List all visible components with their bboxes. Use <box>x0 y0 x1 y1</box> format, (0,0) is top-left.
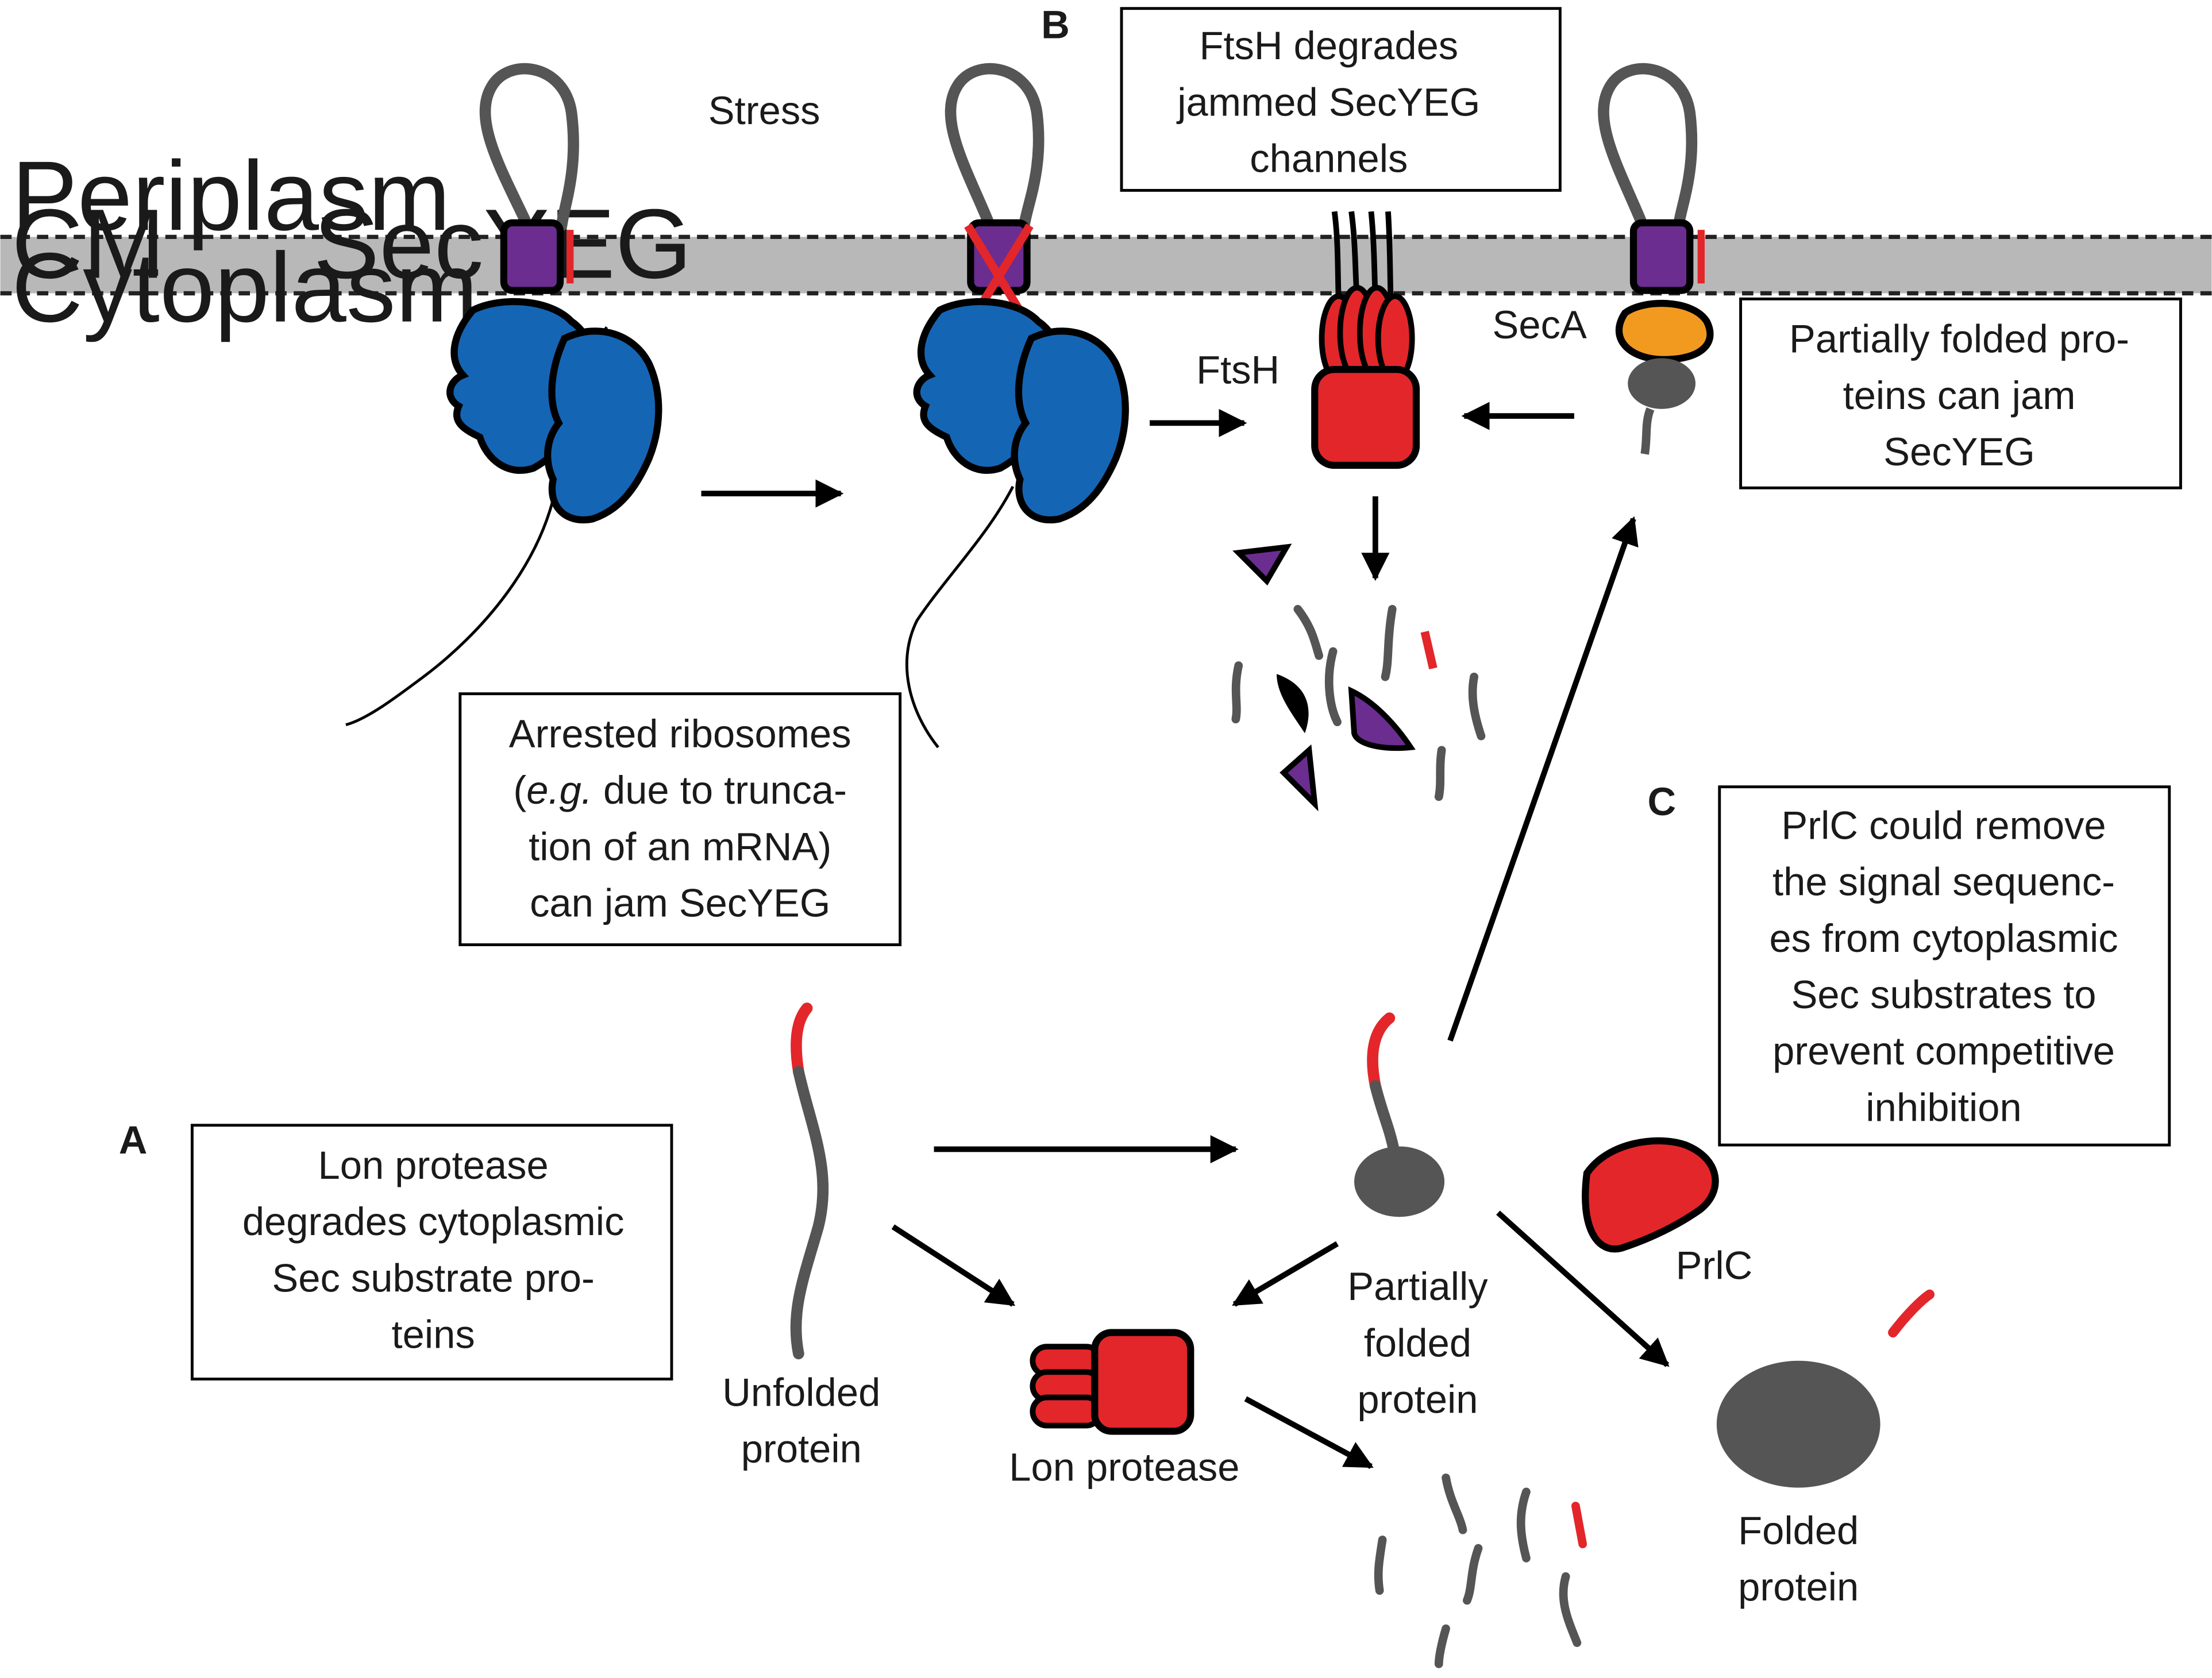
jammed-ribosome-left <box>345 63 662 727</box>
folded-label-line1: Folded <box>1738 1509 1859 1553</box>
seca-jammed-channel <box>1598 63 1714 455</box>
panel-b-letter: B <box>1041 2 1070 47</box>
ftsh-box-line2: jammed SecYEG <box>1176 80 1480 124</box>
lon-box-line1: Lon protease <box>318 1143 549 1187</box>
prlc-box-line3: es from cytoplasmic <box>1769 916 2118 960</box>
ribosome-large <box>544 327 662 523</box>
prlc-label: PrlC <box>1676 1243 1753 1287</box>
arrow-partial-to-seca <box>1447 516 1639 1042</box>
cell-membrane <box>0 234 2212 296</box>
partial-box-line1: Partially folded pro- <box>1789 317 2129 361</box>
lon-info-box <box>190 1124 673 1381</box>
prlc-box-line6: inhibition <box>1866 1085 2021 1129</box>
arrested-box-line1: Arrested ribosomes <box>509 712 851 756</box>
lon-protease-label: Lon protease <box>1009 1445 1239 1489</box>
secyeg-channel <box>500 219 564 294</box>
partial-info-box <box>1739 297 2182 489</box>
arrow-partial-to-lon <box>1232 1241 1339 1307</box>
ftsh-box-line3: channels <box>1250 136 1408 180</box>
cleaved-signal-sequence <box>1888 1289 1935 1338</box>
partial-label-line3: protein <box>1357 1378 1478 1422</box>
arrested-box-line4: can jam SecYEG <box>530 881 830 925</box>
lon-box-line3: Sec substrate pro- <box>272 1256 594 1300</box>
arrow-unfolded-to-lon <box>891 1224 1016 1307</box>
partially-folded-protein <box>1354 1012 1445 1217</box>
arrow-partial-to-folded <box>1496 1210 1670 1367</box>
degraded-fragments-lon <box>1374 1473 1587 1668</box>
ftsh-label: FtsH <box>1196 348 1280 392</box>
stress-label: Stress <box>708 88 820 133</box>
cytoplasm-label: Cytoplasm <box>11 233 478 343</box>
arrested-box-line2: (e.g. due to trunca- <box>513 768 847 812</box>
lon-box-line2: degrades cytoplasmic <box>242 1199 625 1244</box>
unfolded-label-line2: protein <box>741 1426 862 1471</box>
prlc-box-line1: PrlC could remove <box>1781 804 2106 848</box>
arrested-box-line3: tion of an mRNA) <box>529 824 831 869</box>
lon-box-line4: teins <box>392 1313 475 1357</box>
partial-box-line3: SecYEG <box>1883 430 2035 474</box>
prlc-info-box <box>1718 785 2171 1147</box>
ftsh-box-line1: FtsH degrades <box>1199 24 1458 68</box>
jammed-ribosome-middle <box>905 63 1129 749</box>
prlc-box-line5: prevent competitive <box>1772 1029 2115 1073</box>
folded-protein <box>1716 1360 1880 1488</box>
partial-label-line1: Partially <box>1347 1264 1488 1309</box>
degraded-fragments-ftsh <box>1231 543 1486 812</box>
periplasm-label: Periplasm <box>11 141 450 251</box>
unfolded-protein <box>790 1002 829 1360</box>
prlc-box-line4: Sec substrates to <box>1791 973 2097 1017</box>
prlc-box-line2: the signal sequenc- <box>1772 860 2115 904</box>
partial-label-line2: folded <box>1364 1321 1471 1365</box>
prlc-protease <box>1582 1137 1719 1253</box>
ftsh-protease <box>1311 211 1420 469</box>
cm-label: CM <box>11 189 165 299</box>
arrow-lon-to-fragments <box>1244 1396 1374 1469</box>
panel-c-letter: C <box>1648 780 1677 824</box>
seca-label: SecA <box>1493 303 1587 347</box>
panel-a-letter: A <box>119 1118 148 1162</box>
arrested-info-box <box>458 692 902 947</box>
ftsh-info-box <box>1120 7 1562 192</box>
unfolded-label-line1: Unfolded <box>722 1370 880 1414</box>
partial-box-line2: teins can jam <box>1843 373 2076 418</box>
folded-label-line2: protein <box>1738 1565 1859 1609</box>
seca-protein <box>1615 299 1714 364</box>
lon-protease <box>1030 1329 1194 1435</box>
